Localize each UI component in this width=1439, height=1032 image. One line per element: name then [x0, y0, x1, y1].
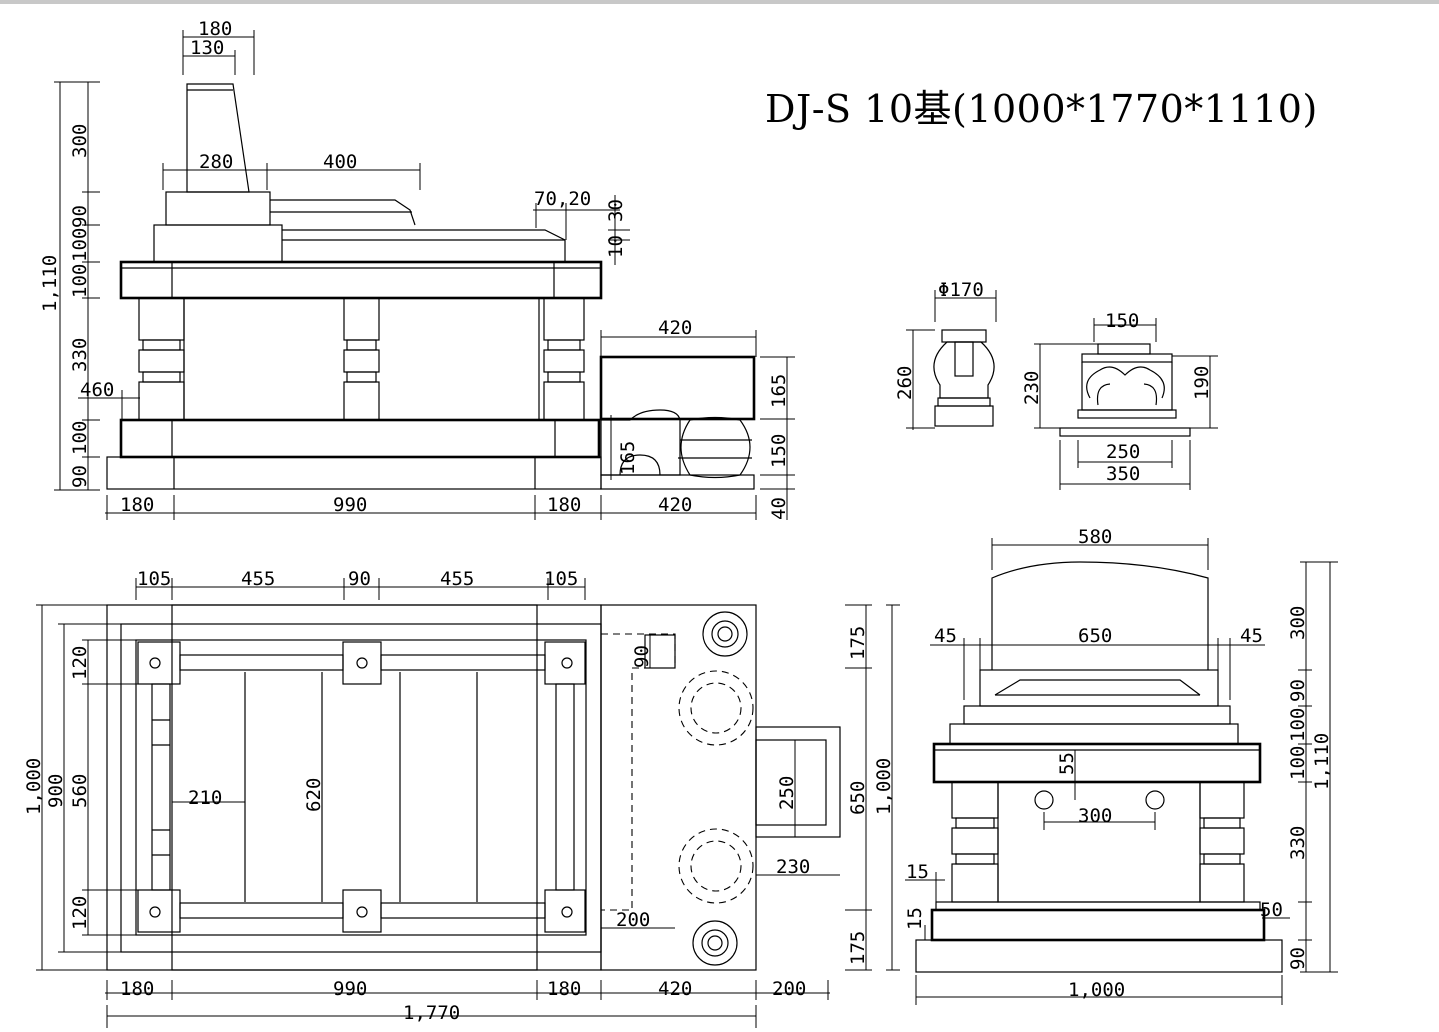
vase-detail-view: Φ170 260	[894, 279, 997, 430]
dim-label: 200	[772, 978, 806, 1000]
dim-label: 1,000	[873, 758, 895, 815]
dim-label: 650	[1078, 625, 1112, 647]
dim-label: 460	[80, 379, 114, 401]
dim-label: 45	[934, 625, 957, 647]
dim-label: 300	[1078, 805, 1112, 827]
dim-label: 260	[894, 366, 916, 400]
dim-label: 120	[69, 646, 91, 680]
dim-label: 455	[241, 568, 275, 590]
dim-label: 400	[323, 151, 357, 173]
dim-label: 280	[199, 151, 233, 173]
dim-label: 230	[1021, 371, 1043, 405]
dim-label: 620	[303, 778, 325, 812]
plan-view: 105 455 90 455 105 210 230 200 180 990 1…	[23, 568, 900, 1028]
dim-label: 580	[1078, 526, 1112, 548]
dim-label: 560	[69, 774, 91, 808]
dim-label: 650	[847, 781, 869, 815]
dim-label: 250	[1106, 441, 1140, 463]
dim-label: 1,110	[39, 255, 61, 312]
dim-label: 330	[69, 338, 91, 372]
dim-label: 180	[120, 978, 154, 1000]
dim-label: 250	[776, 776, 798, 810]
dim-label: 420	[658, 317, 692, 339]
dim-label: 300	[69, 124, 91, 158]
dim-label: 350	[1106, 463, 1140, 485]
dim-label: 330	[1287, 826, 1309, 860]
dim-label: 15	[906, 861, 929, 883]
dim-label: 175	[847, 626, 869, 660]
dim-label: Φ170	[938, 279, 984, 301]
dim-label: 100	[1287, 708, 1309, 742]
dim-label: 55	[1056, 752, 1078, 775]
dim-label: 230	[776, 856, 810, 878]
dim-label: 45	[1240, 625, 1263, 647]
dim-label: 180	[547, 978, 581, 1000]
top-border	[0, 0, 1439, 4]
dim-label: 120	[69, 896, 91, 930]
dim-label: 150	[1105, 310, 1139, 332]
front-elevation-view: 180 130 280 400 70,20 460 420 180 990 18…	[39, 18, 795, 520]
dim-label: 455	[440, 568, 474, 590]
dim-label: 165	[768, 374, 790, 408]
dim-label: 105	[137, 568, 171, 590]
drawing-title: DJ-S 10基(1000*1770*1110)	[765, 87, 1318, 131]
dim-label: 90	[348, 568, 371, 590]
dim-label: 165	[617, 441, 639, 475]
dim-label: 150	[768, 434, 790, 468]
dim-label: 180	[547, 494, 581, 516]
dim-label: 900	[45, 774, 67, 808]
dim-label: 300	[1287, 606, 1309, 640]
dim-label: 70,20	[534, 188, 591, 210]
dim-label: 210	[188, 787, 222, 809]
dim-label: 90	[1287, 679, 1309, 702]
dim-label: 100	[1287, 746, 1309, 780]
dim-label: 40	[768, 497, 790, 520]
dim-label: 15	[904, 907, 926, 930]
dim-label: 180	[198, 18, 232, 40]
dim-label: 90	[1287, 947, 1309, 970]
dim-label: 190	[1191, 366, 1213, 400]
dim-label: 420	[658, 494, 692, 516]
dim-label: 1,000	[23, 758, 45, 815]
dim-label: 1,110	[1311, 733, 1333, 790]
dim-label: 100	[69, 264, 91, 298]
dim-label: 990	[333, 494, 367, 516]
dim-label: 200	[616, 909, 650, 931]
dim-label: 180	[120, 494, 154, 516]
dim-label: 1,000	[1068, 979, 1125, 1001]
dim-label: 90	[69, 205, 91, 228]
dim-label: 30	[605, 199, 627, 222]
dim-label: 1,770	[403, 1002, 460, 1024]
dim-label: 100	[69, 421, 91, 455]
dim-label: 50	[1260, 899, 1283, 921]
dim-label: 990	[333, 978, 367, 1000]
dim-label: 420	[658, 978, 692, 1000]
dim-label: 90	[631, 645, 653, 668]
dim-label: 100	[69, 228, 91, 262]
dim-label: 175	[847, 931, 869, 965]
dim-label: 90	[69, 465, 91, 488]
dim-label: 105	[544, 568, 578, 590]
dim-label: 10	[605, 235, 627, 258]
dim-label: 130	[190, 37, 224, 59]
incense-burner-detail-view: 150 250 350 230 190	[1021, 310, 1218, 490]
side-elevation-view: 580 45 650 45 300 15 50 1,000 55 15 300 …	[904, 526, 1338, 1005]
